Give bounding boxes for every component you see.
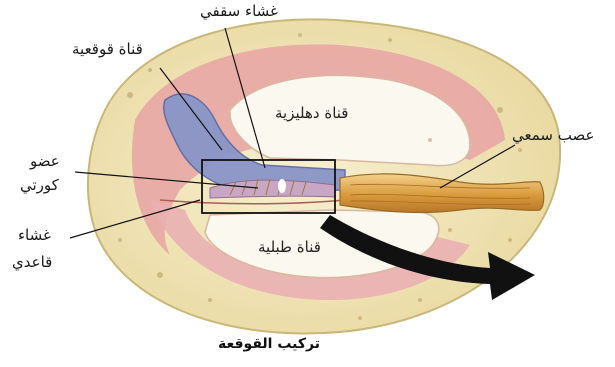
label-tympanic-canal: قناة طبلية [258, 238, 321, 257]
label-cochlear-nerve: عصب سمعي [512, 126, 594, 145]
label-organ-of-corti-1: عضو [30, 152, 60, 171]
diagram-caption: تركيب القوقعة [218, 336, 320, 352]
label-cochlear-duct: قناة قوقعية [72, 40, 143, 59]
label-basilar-membrane-2: قاعدي [12, 253, 52, 272]
label-vestibular-canal: قناة دهليزية [275, 104, 348, 123]
label-basilar-membrane-1: غشاء [18, 226, 51, 245]
label-tectorial-membrane: غشاء سقفي [200, 2, 278, 21]
label-organ-of-corti-2: كورتي [20, 176, 59, 195]
